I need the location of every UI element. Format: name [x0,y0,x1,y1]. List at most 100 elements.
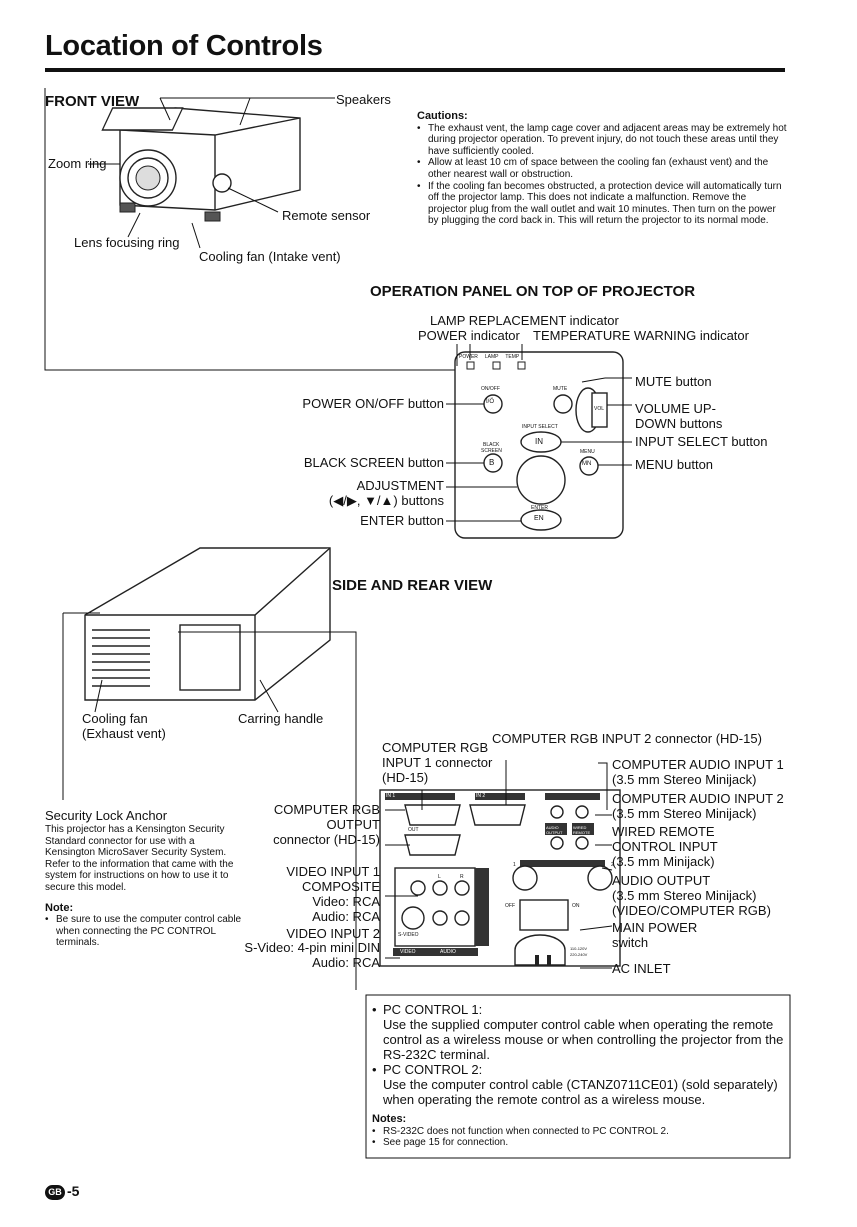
adjustment-label: ADJUSTMENT [356,478,444,493]
panel-indicator-names: POWER LAMP TEMP [459,354,520,360]
video-input2-label-2: S-Video: 4-pin mini DIN [244,940,380,955]
panel-enter-print: ENTER [531,505,548,511]
rgb-input2-label: COMPUTER RGB INPUT 2 connector (HD-15) [492,731,762,746]
panel-l-print: L [438,874,441,880]
front-frame [44,88,455,371]
cautions-block: Cautions: The exhaust vent, the lamp cag… [417,110,787,227]
wired-remote-label-2: CONTROL INPUT [612,839,718,854]
pc-control-box: PC CONTROL 1: Use the supplied computer … [372,1002,784,1149]
panel-voltage-print-2: 220-240V [570,952,588,957]
note-heading: Note: [45,901,74,914]
lamp-replacement-label: LAMP REPLACEMENT indicator [430,313,619,328]
temperature-warning-label: TEMPERATURE WARNING indicator [533,328,749,343]
panel-video-print: VIDEO [400,949,416,955]
panel-wired-remote-print: WIRED REMOTE [573,825,591,835]
caution-item: The exhaust vent, the lamp cage cover an… [417,123,787,158]
rear-projector-image [84,547,331,701]
exhaust-vent-label: (Exhaust vent) [82,726,166,741]
audio-output-label-2: (3.5 mm Stereo Minijack) [612,888,757,903]
video-input2-label: VIDEO INPUT 2 [286,926,380,941]
black-screen-label: BLACK SCREEN button [303,455,444,470]
rgb-output-label: COMPUTER RGB [273,802,380,817]
panel-out-print: OUT [408,827,419,833]
pc-control-2-text: Use the computer control cable (CTANZ071… [383,1077,778,1107]
pc-control-1-title: PC CONTROL 1: [383,1002,483,1017]
enter-label: ENTER button [360,513,444,528]
cooling-fan-label: Cooling fan [82,711,148,726]
rgb-output-label-3: connector (HD-15) [273,832,380,847]
volume-label: VOLUME UP- [635,401,716,416]
zoom-ring-label: Zoom ring [48,156,107,171]
pc-notes-heading: Notes: [372,1113,407,1125]
panel-r-print: R [460,874,464,880]
security-lock-heading: Security Lock Anchor [45,808,168,823]
ac-inlet-label: AC INLET [612,961,671,976]
cooling-fan-intake-label: Cooling fan (Intake vent) [199,249,341,264]
language-badge: GB [45,1184,65,1200]
front-view-heading: FRONT VIEW [45,93,140,110]
volume-label-2: DOWN buttons [635,416,723,431]
side-rear-heading: SIDE AND REAR VIEW [332,577,493,594]
power-onoff-label: POWER ON/OFF button [302,396,444,411]
adjustment-buttons-label: (◀/▶, ▼/▲) buttons [328,493,444,508]
pc-control-frame [365,994,791,1159]
rgb-input1-label-2: INPUT 1 connector [382,755,493,770]
panel-audio-print: AUDIO [440,949,456,955]
panel-onoff-print: ON/OFF [481,386,500,392]
panel-svideo-print: S-VIDEO [398,932,419,938]
panel-black-print: BLACK [483,442,500,448]
rgb-input1-label: COMPUTER RGB [382,740,489,755]
pc-control-1: PC CONTROL 1: Use the supplied computer … [372,1002,784,1062]
title-rule [45,68,785,72]
rgb-output-label-2: OUTPUT [326,817,380,832]
wired-remote-label: WIRED REMOTE [612,824,715,839]
pc-control-2: PC CONTROL 2: Use the computer control c… [372,1062,784,1107]
lens-focusing-ring-label: Lens focusing ring [74,235,180,250]
video-input1-label-4: Audio: RCA [312,909,380,924]
security-lock-text: This projector has a Kensington Security… [45,824,234,893]
menu-label: MENU button [635,457,714,472]
panel-vol-print: VOL [594,406,605,412]
panel-in1-print: IN 1 [386,793,396,799]
video-input1-label-3: Video: RCA [312,894,380,909]
pc-control-1-text: Use the supplied computer control cable … [383,1017,784,1062]
caution-item: If the cooling fan becomes obstructed, a… [417,181,787,227]
speakers-label: Speakers [336,92,391,107]
video-input1-label-2: COMPOSITE [301,879,380,894]
panel-screen-print: SCREEN [481,448,502,454]
panel-in2-print: IN 2 [476,793,486,799]
panel-menu-print: MENU [580,449,595,455]
front-projector-image [101,107,301,222]
video-input2-label-3: Audio: RCA [312,955,380,970]
panel-on-print: ON [572,903,580,909]
note-item: Be sure to use the computer control cabl… [45,914,245,949]
panel-1-print: 1 [513,862,516,868]
pc-control-2-title: PC CONTROL 2: [383,1062,483,1077]
page-number-suffix: -5 [67,1183,80,1199]
panel-inputselect-print: INPUT SELECT [522,424,558,430]
main-power-label: MAIN POWER [612,920,698,935]
caution-item: Allow at least 10 cm of space between th… [417,157,787,180]
input-select-label: INPUT SELECT button [635,434,768,449]
mute-label: MUTE button [635,374,712,389]
power-indicator-label: POWER indicator [418,328,520,343]
remote-sensor-label: Remote sensor [282,208,371,223]
page-title: Location of Controls [45,30,323,62]
audio-input1-label: COMPUTER AUDIO INPUT 1 [612,757,784,772]
audio-output-label-3: (VIDEO/COMPUTER RGB) [612,903,771,918]
black-screen-button: B [489,458,495,467]
rgb-input1-label-3: (HD-15) [382,770,429,785]
panel-audio-output-print: AUDIO OUTPUT [546,825,563,835]
security-lock-block: Security Lock Anchor This projector has … [45,808,245,949]
panel-voltage-print: 110-120V [570,946,588,951]
panel-mute-print: MUTE [553,386,568,392]
operation-panel-image [454,351,624,539]
audio-input1-label-2: (3.5 mm Stereo Minijack) [612,772,757,787]
menu-button: MN [582,461,592,467]
audio-output-label: AUDIO OUTPUT [612,873,711,888]
wired-remote-label-3: (3.5 mm Minijack) [612,854,715,869]
cautions-heading: Cautions: [417,110,468,122]
audio-input2-label-2: (3.5 mm Stereo Minijack) [612,806,757,821]
power-button: I/Ö [486,399,495,405]
